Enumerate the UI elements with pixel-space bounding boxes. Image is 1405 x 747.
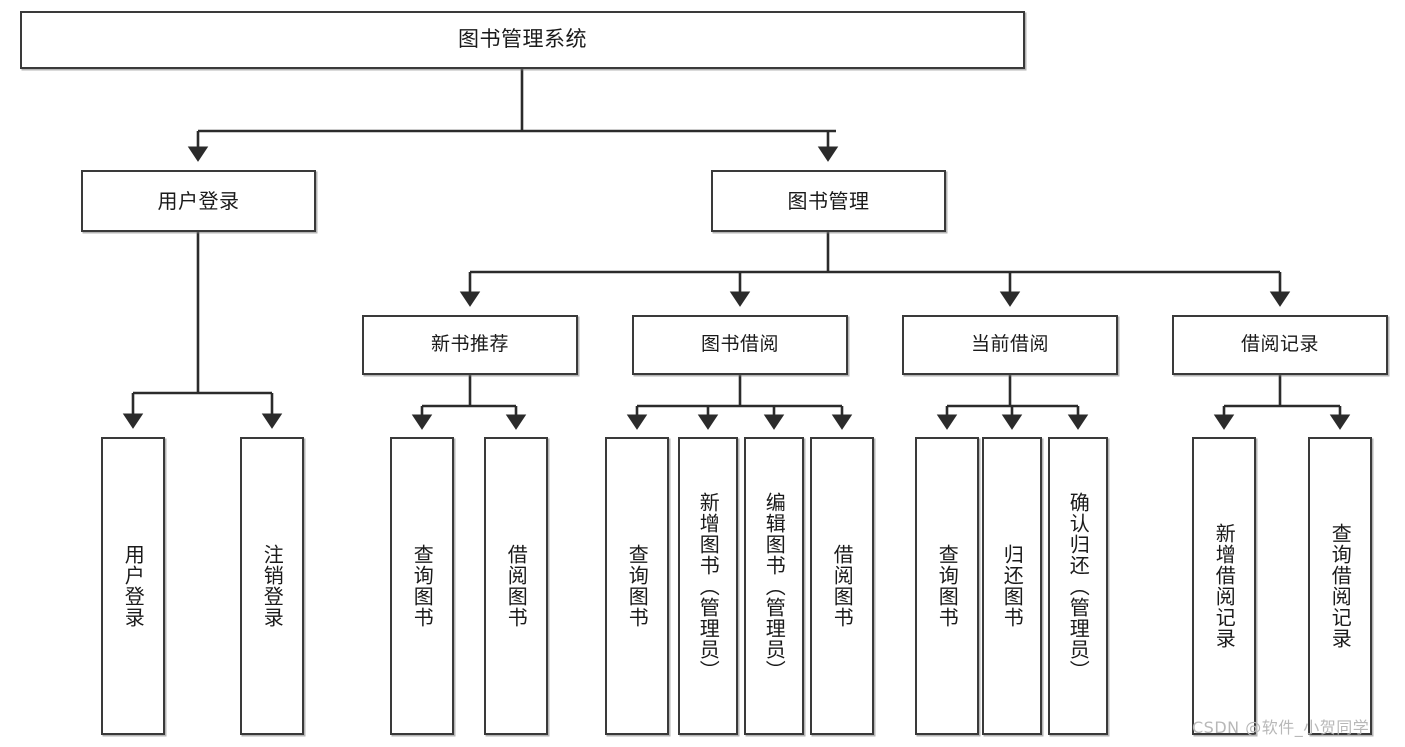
node-borrow-record[interactable]: 借阅记录 bbox=[1172, 315, 1388, 375]
node-book-borrow[interactable]: 图书借阅 bbox=[632, 315, 848, 375]
node-leaf-add-record[interactable]: 新增借阅记录 bbox=[1192, 437, 1256, 735]
node-label: 用户登录 bbox=[157, 188, 240, 213]
node-label: 归还图书 bbox=[1000, 544, 1025, 628]
node-label: 确认归还（管理员） bbox=[1066, 491, 1091, 681]
node-label: 图书管理系统 bbox=[458, 27, 587, 52]
node-leaf-borrow-book-2[interactable]: 借阅图书 bbox=[810, 437, 874, 735]
node-label: 当前借阅 bbox=[970, 333, 1049, 356]
node-label: 图书借阅 bbox=[700, 333, 779, 356]
node-leaf-user-login[interactable]: 用户登录 bbox=[101, 437, 165, 735]
node-label: 用户登录 bbox=[121, 544, 146, 628]
node-leaf-return-book[interactable]: 归还图书 bbox=[982, 437, 1042, 735]
node-user-login[interactable]: 用户登录 bbox=[81, 170, 316, 232]
node-current-borrow[interactable]: 当前借阅 bbox=[902, 315, 1118, 375]
node-label: 查询图书 bbox=[410, 544, 435, 628]
node-label: 查询借阅记录 bbox=[1328, 523, 1353, 649]
node-label: 借阅图书 bbox=[504, 544, 529, 628]
node-label: 借阅记录 bbox=[1240, 333, 1319, 356]
csdn-watermark: CSDN @软件_小贺同学 bbox=[1192, 718, 1370, 737]
node-label: 查询图书 bbox=[625, 544, 650, 628]
node-label: 新增图书（管理员） bbox=[696, 491, 721, 681]
node-leaf-confirm-return[interactable]: 确认归还（管理员） bbox=[1048, 437, 1108, 735]
node-leaf-add-book[interactable]: 新增图书（管理员） bbox=[678, 437, 738, 735]
node-label: 图书管理 bbox=[787, 188, 870, 213]
node-label: 编辑图书（管理员） bbox=[762, 491, 787, 681]
node-label: 查询图书 bbox=[935, 544, 960, 628]
node-leaf-edit-book[interactable]: 编辑图书（管理员） bbox=[744, 437, 804, 735]
node-label: 新增借阅记录 bbox=[1212, 523, 1237, 649]
node-label: 新书推荐 bbox=[430, 333, 509, 356]
node-label: 注销登录 bbox=[260, 544, 285, 628]
node-leaf-query-book-2[interactable]: 查询图书 bbox=[605, 437, 669, 735]
node-root-system[interactable]: 图书管理系统 bbox=[20, 11, 1025, 69]
node-new-book-recommend[interactable]: 新书推荐 bbox=[362, 315, 578, 375]
node-book-management[interactable]: 图书管理 bbox=[711, 170, 946, 232]
node-leaf-query-book-1[interactable]: 查询图书 bbox=[390, 437, 454, 735]
node-leaf-logout[interactable]: 注销登录 bbox=[240, 437, 304, 735]
node-label: 借阅图书 bbox=[830, 544, 855, 628]
node-leaf-query-book-3[interactable]: 查询图书 bbox=[915, 437, 979, 735]
node-leaf-query-record[interactable]: 查询借阅记录 bbox=[1308, 437, 1372, 735]
node-leaf-borrow-book-1[interactable]: 借阅图书 bbox=[484, 437, 548, 735]
